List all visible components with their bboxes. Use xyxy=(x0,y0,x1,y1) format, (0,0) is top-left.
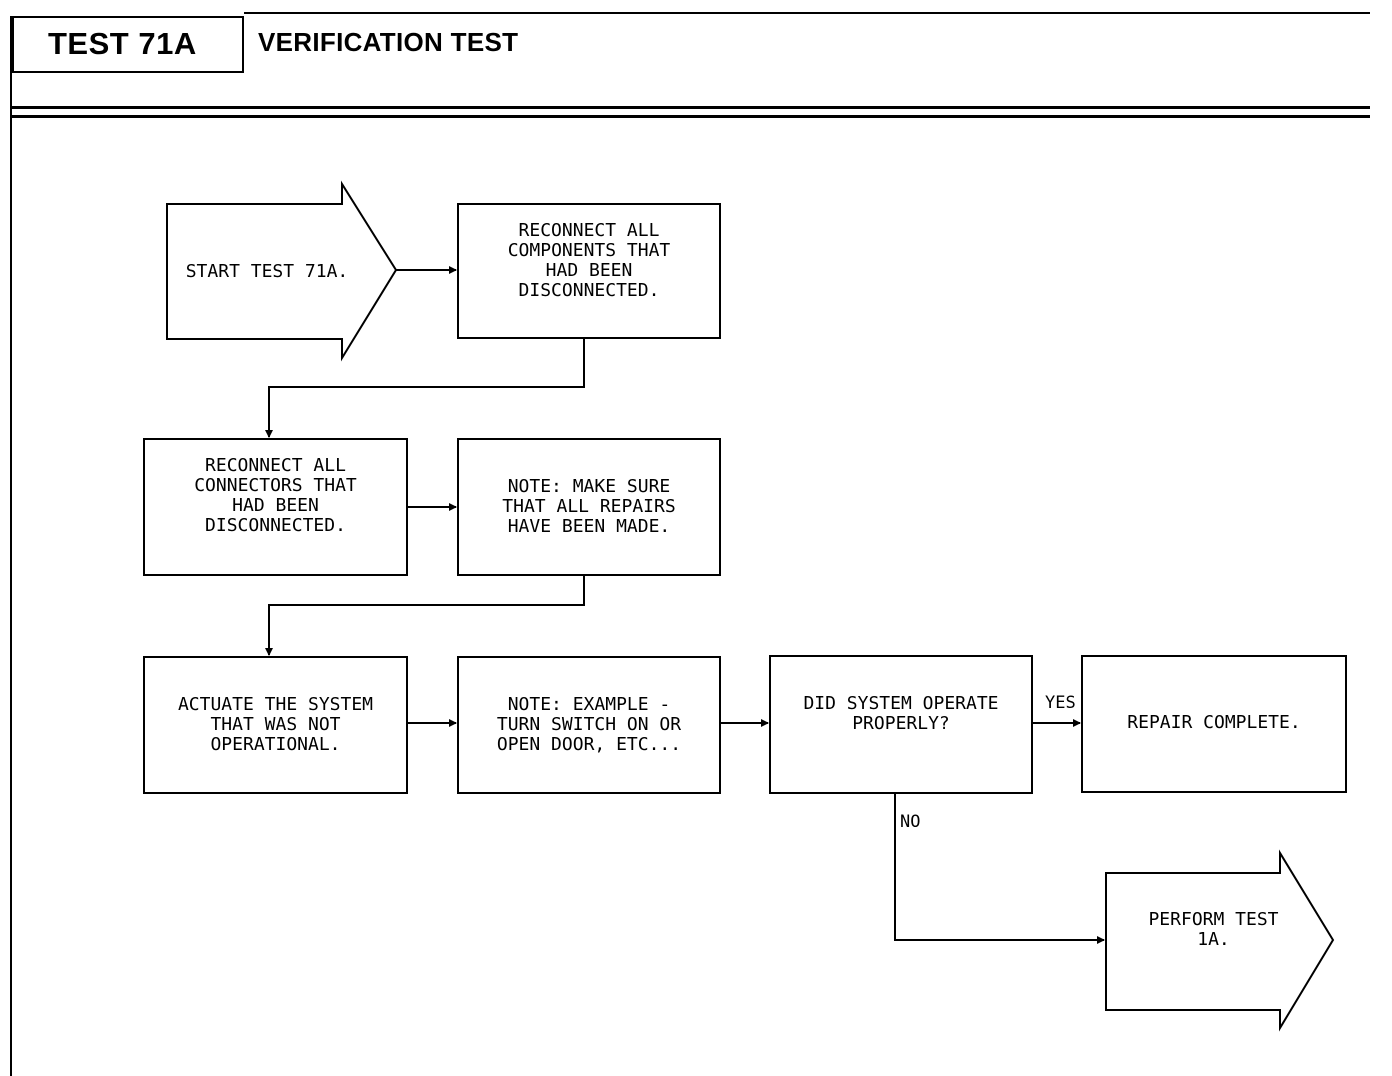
box-reconnect-components xyxy=(457,203,721,339)
note-repairs-label: NOTE: MAKE SURE THAT ALL REPAIRS HAVE BE… xyxy=(502,476,676,537)
header-bottom-rule xyxy=(10,106,1370,109)
yes-branch-label: YES xyxy=(1045,693,1076,713)
repair-complete-label: REPAIR COMPLETE. xyxy=(1127,712,1301,733)
reconnect-components-label: RECONNECT ALL COMPONENTS THAT HAD BEEN D… xyxy=(507,220,671,301)
test-id-box xyxy=(12,16,244,73)
test-id: TEST 71A xyxy=(48,26,197,61)
header-top-rule xyxy=(244,12,1370,14)
box-note-repairs xyxy=(457,438,721,576)
box-actuate xyxy=(143,656,408,794)
actuate-label: ACTUATE THE SYSTEM THAT WAS NOT OPERATIO… xyxy=(177,694,374,755)
connector-decision-no xyxy=(894,793,1105,944)
box-repair-complete xyxy=(1081,655,1347,793)
reconnect-connectors-label: RECONNECT ALL CONNECTORS THAT HAD BEEN D… xyxy=(194,455,357,536)
note-example-label: NOTE: EXAMPLE - TURN SWITCH ON OR OPEN D… xyxy=(496,694,682,755)
box-decision xyxy=(769,655,1033,794)
connector-note-to-actuate xyxy=(265,575,585,656)
no-branch-label: NO xyxy=(900,812,921,832)
decision-label: DID SYSTEM OPERATE PROPERLY? xyxy=(803,693,999,734)
perform-test-label: PERFORM TEST 1A. xyxy=(1148,909,1279,950)
header-underline xyxy=(10,115,1370,118)
page-title: VERIFICATION TEST xyxy=(258,27,519,57)
start-arrow-shape xyxy=(166,180,398,362)
page-left-border xyxy=(10,16,12,1076)
box-note-example xyxy=(457,656,721,794)
connector-components-to-connectors xyxy=(265,338,585,438)
start-label: START TEST 71A. xyxy=(185,260,349,282)
end-arrow-shape xyxy=(1105,849,1335,1032)
